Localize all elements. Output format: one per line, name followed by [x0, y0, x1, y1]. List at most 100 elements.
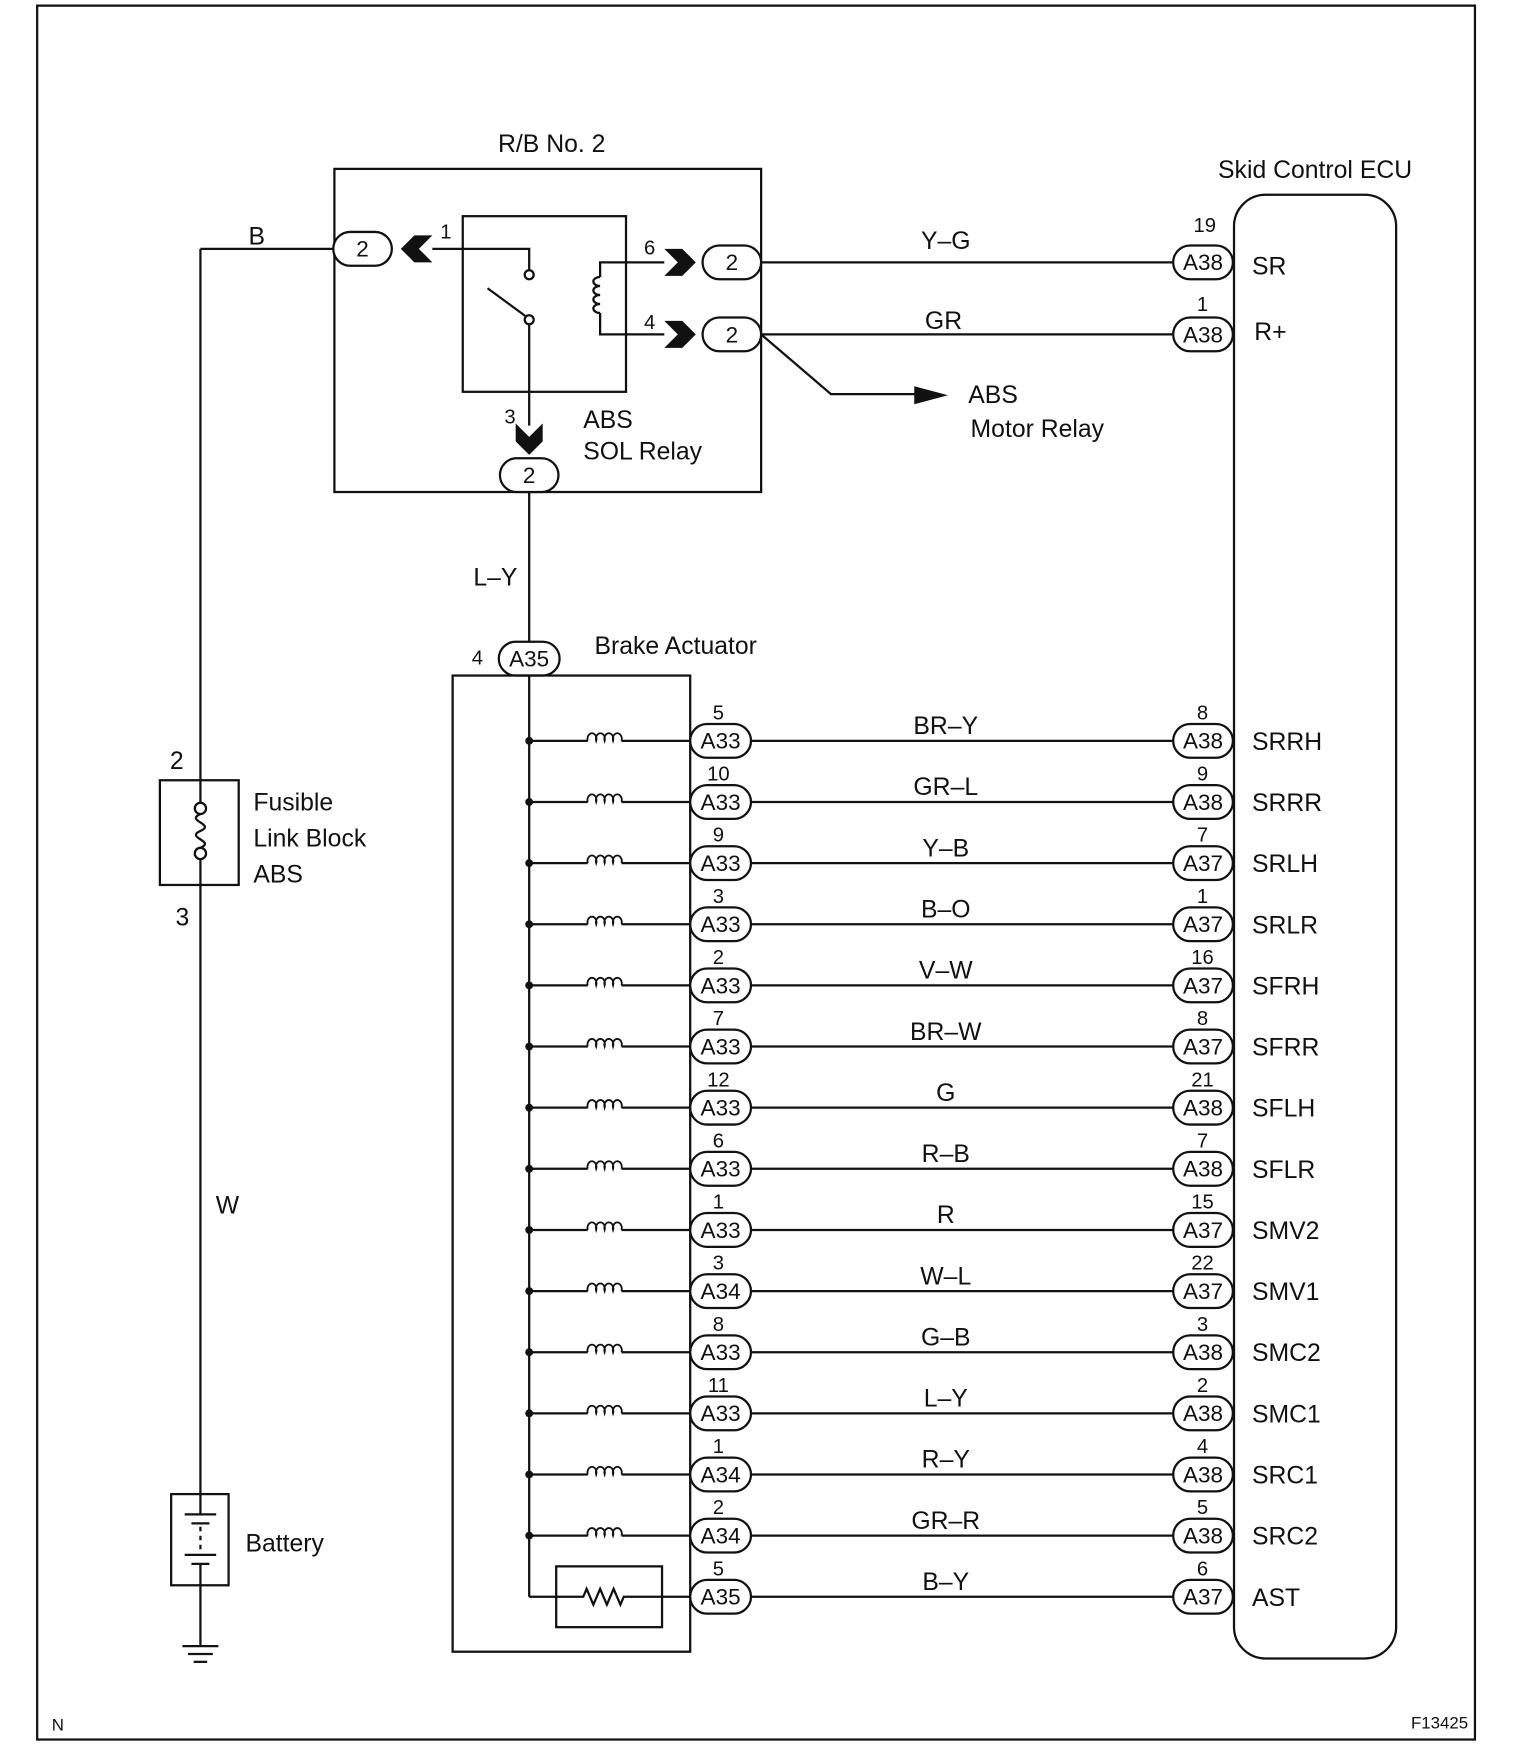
actuator-pin-number: 9 [713, 825, 724, 847]
ecu-connector [1172, 1028, 1235, 1065]
ecu-pin-number: 22 [1191, 1253, 1214, 1275]
solenoid-coil-icon [586, 1527, 623, 1539]
relay-coil-icon [592, 275, 601, 315]
wire-color-label: Y–G [921, 228, 971, 255]
actuator-connector-label: A33 [701, 973, 741, 998]
solenoid-coil-icon [586, 854, 623, 867]
battery-icon [184, 1494, 217, 1586]
wire-color-label: R–B [922, 1141, 970, 1168]
ecu-terminal-label: SFLR [1252, 1157, 1315, 1184]
brake-actuator-title: Brake Actuator [594, 633, 756, 660]
pin-terminal-icon [400, 235, 433, 263]
ecu-terminal-label: SRLR [1252, 912, 1318, 939]
ecu-connector [1172, 1517, 1235, 1554]
wire-color-label: V–W [919, 958, 973, 985]
power-feed: B W [199, 223, 334, 1495]
wire-color-label: BR–W [910, 1019, 982, 1046]
relay-name-line2: SOL Relay [583, 438, 702, 465]
page-frame [36, 4, 1477, 1741]
ecu-pin-number: 7 [1197, 825, 1208, 847]
bus-junction-dot [525, 1164, 534, 1173]
actuator-pin-number: 7 [713, 1008, 724, 1030]
bus-junction-dot [525, 920, 534, 929]
solenoid-coil-icon [586, 793, 623, 806]
ground-icon [182, 1644, 219, 1663]
battery-label: Battery [245, 1531, 324, 1558]
bus-junction-dot [525, 981, 534, 990]
solenoid-coil-icon [586, 915, 623, 928]
ecu-terminal-label: SFRH [1252, 973, 1319, 1000]
bus-junction-dot [525, 1042, 534, 1051]
pin-terminal-icon [664, 248, 696, 276]
actuator-connector-label: A35 [701, 1585, 741, 1610]
ecu-connector-label: A38 [1183, 1096, 1223, 1121]
ecu-connector [1172, 1211, 1235, 1248]
ecu-terminal-label: AST [1252, 1585, 1300, 1612]
ecu-terminal-label: SMV1 [1252, 1279, 1319, 1306]
corner-mark: N [52, 1716, 64, 1735]
wire-color-label: BR–Y [913, 713, 978, 740]
solenoid-coil-icon [586, 732, 623, 745]
actuator-connector-label: A33 [701, 1157, 741, 1182]
ecu-terminal-label: SRRR [1252, 790, 1322, 817]
actuator-connector-label: A34 [701, 1279, 741, 1304]
figure-id: F13425 [1411, 1713, 1468, 1732]
ecu-terminal-label: SFLH [1252, 1096, 1315, 1123]
ecu-outline [1232, 193, 1398, 1660]
fuse-pin-in: 2 [170, 748, 184, 775]
ecu-connector [1172, 1150, 1235, 1187]
wire-color-label: B–O [921, 897, 971, 924]
ecu-terminal-label: SFRR [1252, 1035, 1319, 1062]
ecu-connector-label: A37 [1183, 1034, 1223, 1059]
wire-color-label: R–Y [922, 1447, 970, 1474]
ecu-pin-number: 15 [1191, 1192, 1214, 1214]
bus-junction-dot [525, 1103, 534, 1112]
ecu-pin-number: 4 [1197, 1436, 1208, 1458]
actuator-pin-number: 2 [713, 1497, 724, 1519]
actuator-connector-label: A33 [701, 790, 741, 815]
solenoid-coil-icon [586, 1038, 623, 1050]
wire-color-label: W [216, 1193, 240, 1220]
actuator-pin-number: 4 [472, 647, 483, 669]
ecu-connector [1172, 1334, 1235, 1371]
wire-color-label: G–B [921, 1324, 971, 1351]
ecu-pin-number: 8 [1197, 702, 1208, 724]
solenoid-coil-icon [586, 1221, 623, 1234]
wire-color-label: L–Y [924, 1386, 968, 1413]
actuator-pin-number: 1 [713, 1192, 724, 1214]
ecu-connector-label: A37 [1183, 851, 1223, 876]
ecu-pin-number: 1 [1197, 886, 1208, 908]
wire-color-label: W–L [920, 1263, 971, 1290]
ecu-connector-label: A38 [1183, 729, 1223, 754]
pin-terminal-icon [515, 423, 543, 455]
ecu-connector [1172, 722, 1235, 759]
wire-color-label: L–Y [473, 564, 517, 591]
pin-terminal-icon [664, 320, 696, 348]
motor-relay-name-line1: ABS [968, 382, 1018, 409]
actuator-connector-label: A33 [701, 1034, 741, 1059]
ecu-connector-label: A38 [1183, 322, 1223, 347]
actuator-pin-number: 8 [713, 1314, 724, 1336]
ecu-terminal-label: R+ [1254, 319, 1286, 346]
actuator-connector-label: A33 [701, 1401, 741, 1426]
ecu-connector [1172, 1395, 1235, 1432]
ecu-terminal-label: SRC1 [1252, 1463, 1318, 1490]
solenoid-coil-icon [586, 1466, 623, 1478]
skid-control-ecu: Skid Control ECU [1218, 157, 1412, 1660]
ecu-connector-label: A38 [1183, 1401, 1223, 1426]
actuator-connector-label: A34 [701, 1462, 741, 1487]
actuator-connector-label: A33 [701, 912, 741, 937]
relay-switch-lead [432, 247, 531, 271]
solenoid-coil-icon [586, 1099, 623, 1111]
fuse-terminal-icon [193, 801, 208, 816]
ecu-connector [1172, 1089, 1235, 1126]
